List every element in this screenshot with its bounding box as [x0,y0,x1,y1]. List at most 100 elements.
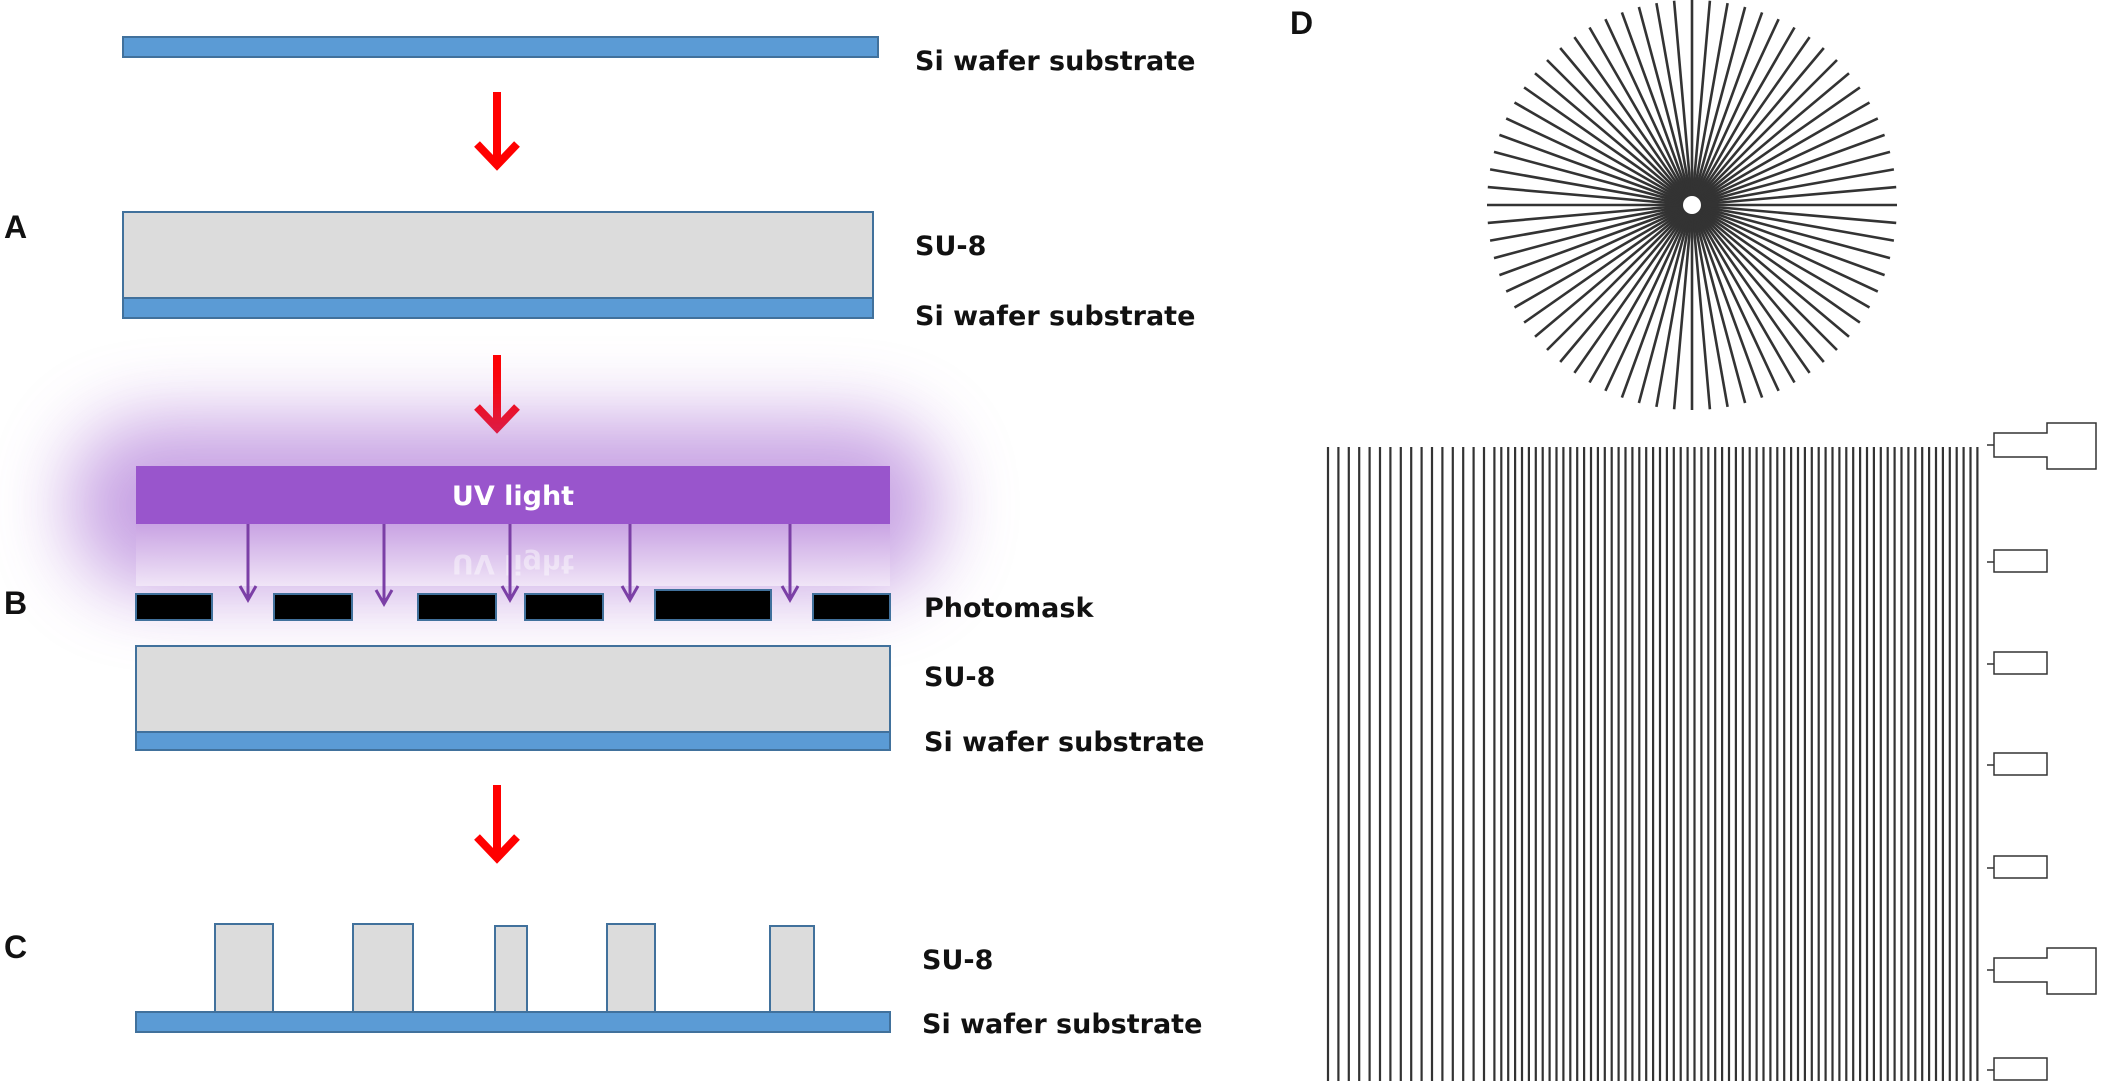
radial-spoke [1588,26,1694,206]
radial-spoke [1604,204,1694,392]
radial-spoke [1691,203,1871,309]
radial-spoke [1523,86,1693,207]
su8-layer-a [122,211,874,299]
arrow-3 [474,785,520,864]
pad-outline [1993,651,2048,675]
radial-spoke [1573,36,1694,206]
uv-arrow-icon [374,524,394,608]
step-su8-coating: SU-8 Si wafer substrate [122,211,1195,332]
radial-spoke [1691,150,1891,207]
si-wafer-1 [122,36,879,58]
radial-spoke [1620,11,1694,206]
radial-spoke [1691,203,1895,242]
radial-spoke [1691,203,1891,260]
radial-spoke [1690,204,1729,408]
parallel-lines-pattern [1326,447,1979,1081]
si-wafer-b [135,731,891,751]
mask-block [417,593,497,621]
radial-spoke [1559,204,1693,363]
panel-label-a: A [4,209,27,245]
uv-light-bar [136,466,890,524]
mask-block [654,589,772,621]
radial-spoke [1691,204,1850,338]
uv-light-label: UV light [452,481,574,512]
uv-arrow-icon [500,524,520,604]
radial-spoke [1672,0,1694,206]
mask-block [273,593,353,621]
radial-spoke [1691,203,1861,324]
radial-spoke [1690,0,1712,206]
radial-spoke [1691,204,1838,351]
si-label-a: Si wafer substrate [915,301,1195,332]
arrow-1 [474,92,520,171]
radial-spoke [1690,204,1764,399]
radial-spoke [1588,204,1694,384]
su8-label-c: SU-8 [922,945,993,976]
radial-spoke [1505,117,1693,207]
radial-spoke [1620,204,1694,399]
radial-spoke [1691,203,1879,293]
radial-spoke [1489,203,1693,242]
si-wafer-c [135,1011,891,1033]
pad-outline [1993,422,2097,470]
pad-outline [1993,1057,2048,1081]
panel-label-c: C [4,929,27,965]
uv-reflection [136,524,890,586]
radial-spoke [1690,18,1780,206]
si-label-b: Si wafer substrate [924,727,1204,758]
radial-spoke [1498,133,1693,207]
arrow-2 [474,355,520,434]
radial-spoke [1493,203,1693,260]
pad-outline [1993,549,2048,573]
contact-pads [1987,422,2097,1081]
radial-spoke [1546,59,1693,206]
radial-spoke [1690,204,1780,392]
su8-pillar [769,925,815,1013]
radial-spoke [1534,204,1693,338]
radial-spoke [1604,18,1694,206]
radial-spoke [1691,72,1850,206]
radial-spoke [1691,168,1895,207]
pad-outline [1993,947,2097,995]
contact-pad [1987,1057,2048,1081]
radial-spoke [1498,203,1693,277]
radial-spoke [1546,204,1693,351]
radial-spoke [1559,47,1693,206]
uv-arrow-icon [620,524,640,604]
su8-pillar [214,923,274,1013]
su8-pillar [606,923,656,1013]
radial-spoke [1691,86,1861,207]
si-label-c: Si wafer substrate [922,1009,1202,1040]
radial-spoke [1690,204,1811,374]
su8-pillar [352,923,414,1013]
panel-label-d: D [1290,5,1313,41]
su8-layer-b [135,645,891,733]
radial-spoke [1690,36,1811,206]
pad-outline [1993,855,2048,879]
red-down-arrow-icon [474,355,520,434]
radial-center-hole [1683,196,1701,214]
radial-spoke [1534,72,1693,206]
radial-spoke [1690,2,1729,206]
radial-spoke [1691,101,1871,207]
step-developed-structures: SU-8 Si wafer substrate [135,923,1202,1040]
panel-label-b: B [4,585,27,621]
radial-spoke [1690,11,1764,206]
radial-spoke [1489,168,1693,207]
radial-spoke [1573,204,1694,374]
si-wafer-a [122,297,874,319]
radial-pattern [1487,0,1897,410]
radial-spoke [1637,204,1694,404]
radial-spoke [1691,204,1825,363]
red-down-arrow-icon [474,92,520,171]
radial-spoke [1691,47,1825,206]
radial-spoke [1487,203,1693,225]
contact-pad [1987,422,2097,470]
radial-spoke [1513,203,1693,309]
radial-spoke [1513,101,1693,207]
pad-outline [1993,752,2048,776]
radial-spoke [1672,204,1694,410]
su8-pillar [494,925,528,1013]
radial-spoke [1690,26,1796,206]
